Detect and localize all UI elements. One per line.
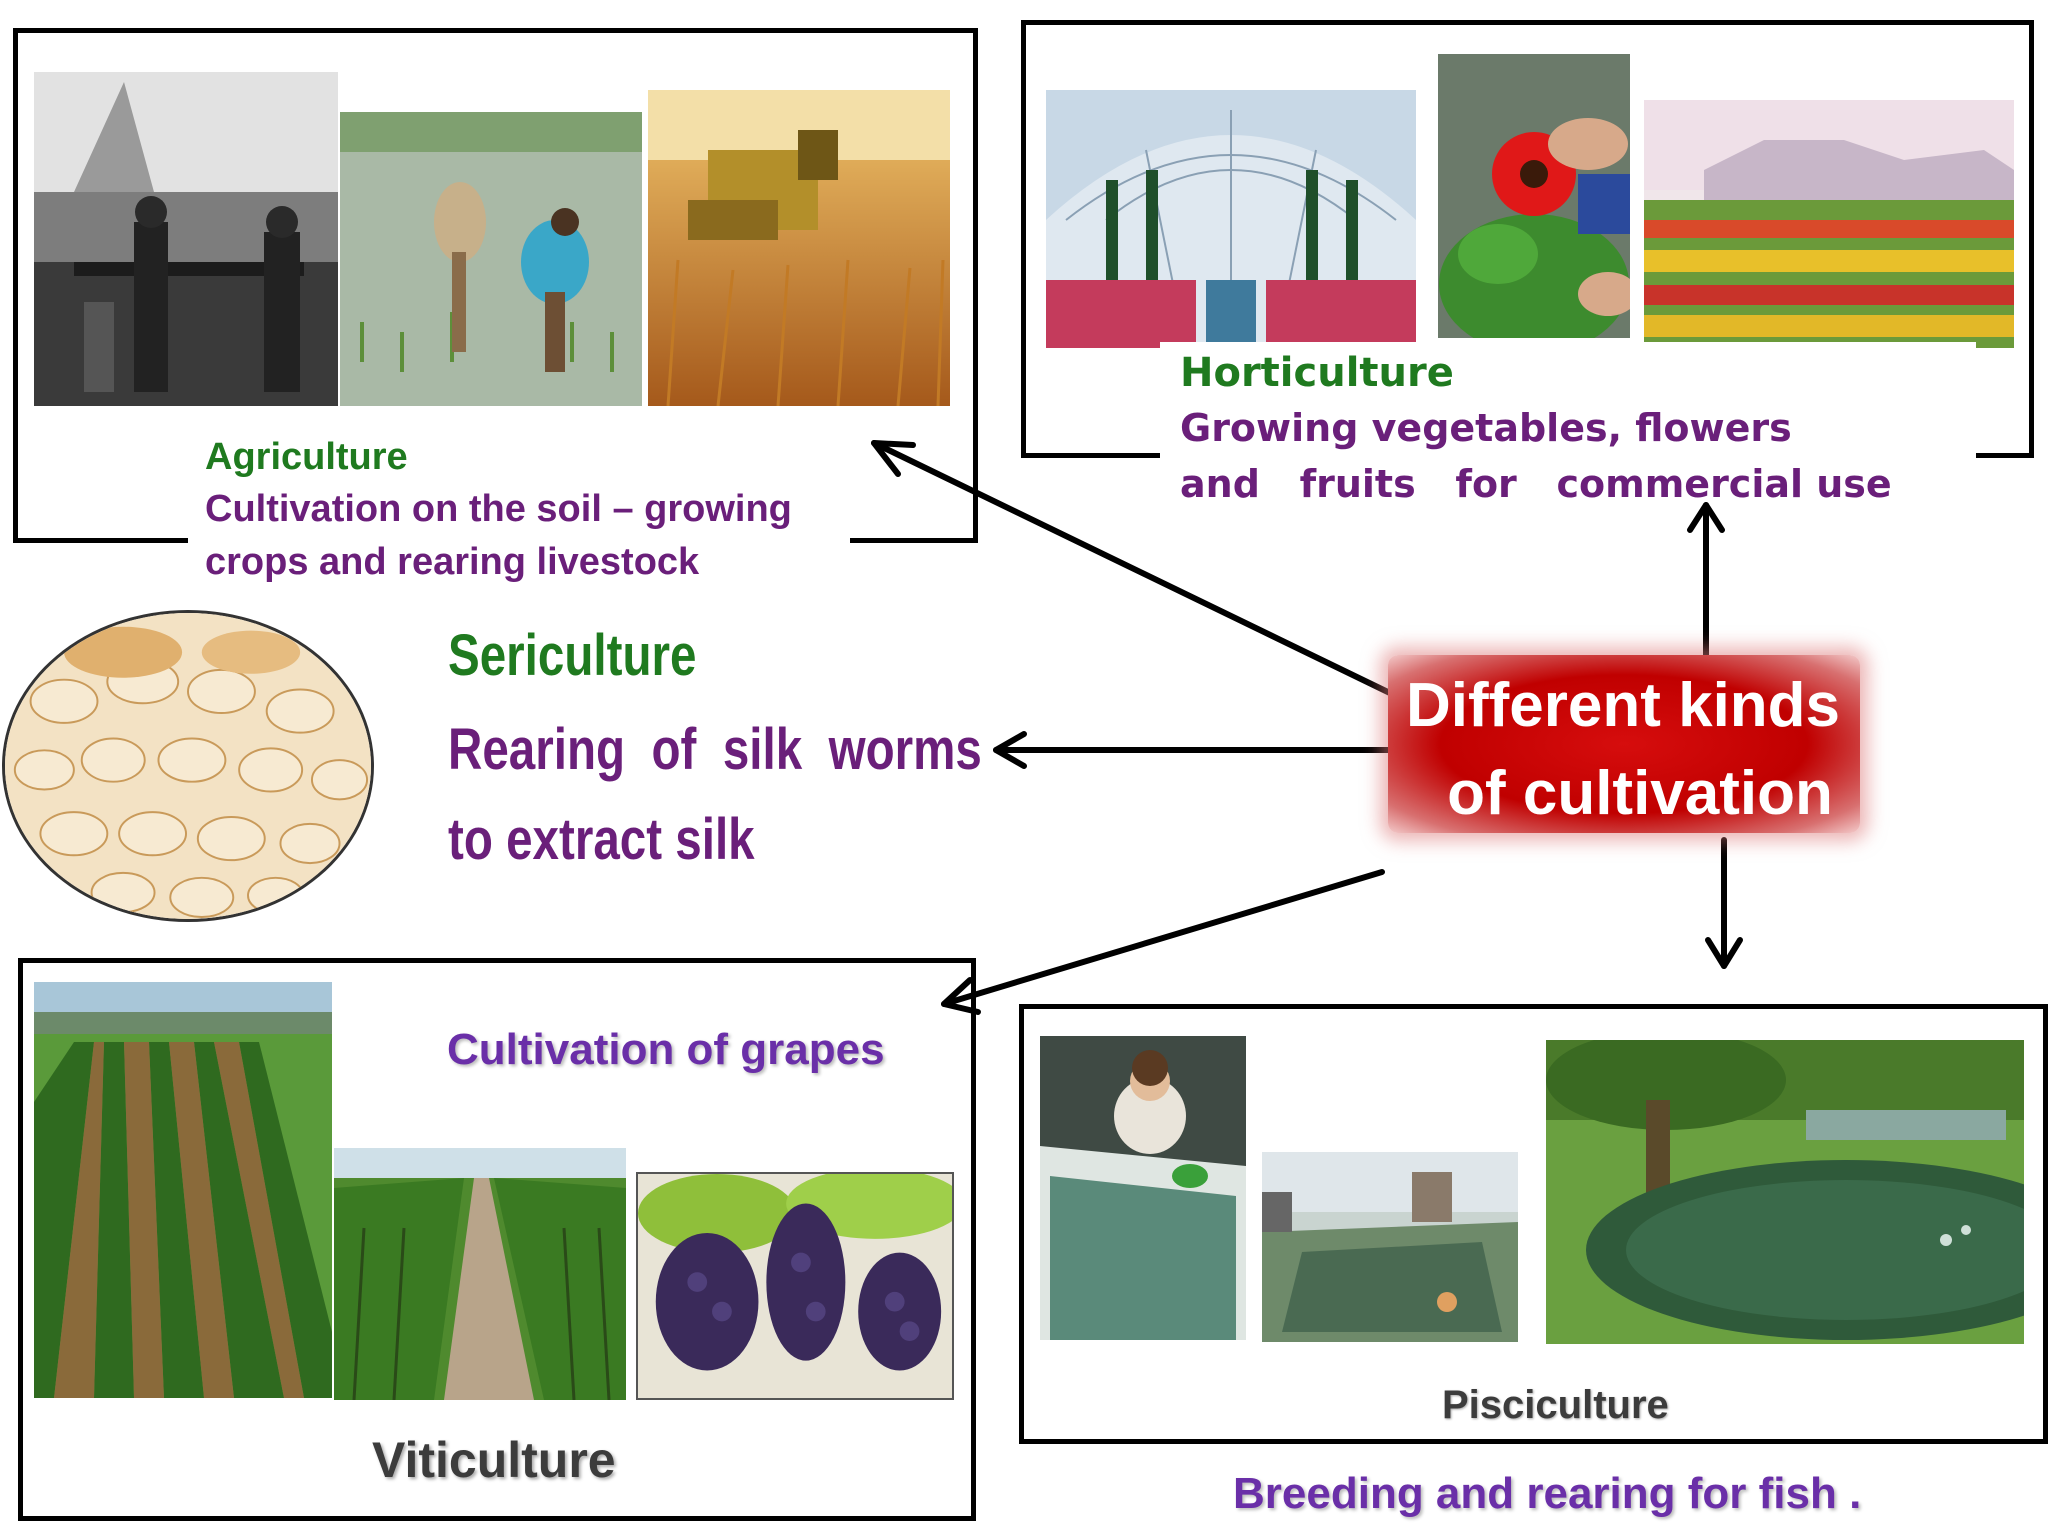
- center-title-box: [1388, 655, 1860, 833]
- agriculture-photo-paddy: [340, 112, 642, 406]
- pisciculture-caption: Breeding and rearing for fish .: [1233, 1469, 1862, 1518]
- agriculture-label-bg: [188, 428, 850, 588]
- horticulture-label-bg: [1160, 342, 1976, 512]
- viticulture-photo-vineyard: [34, 982, 332, 1398]
- arrow-to-viticulture: [941, 869, 1385, 1015]
- horticulture-photo-greenhouse: [1046, 90, 1416, 348]
- arrow-to-horticulture: [1687, 502, 1725, 669]
- arrow-to-pisciculture: [1705, 837, 1743, 969]
- viticulture-photo-vine-rows: [334, 1148, 626, 1400]
- agriculture-description-line2: crops and rearing livestock: [205, 541, 700, 583]
- center-title-line2: of cultivation: [1447, 759, 1833, 828]
- agriculture-title: Agriculture: [205, 436, 408, 478]
- pisciculture-title: Pisciculture: [1442, 1383, 1669, 1427]
- agriculture-description-line1: Cultivation on the soil – growing: [205, 488, 792, 530]
- agriculture-photo-harvester: [648, 90, 950, 406]
- arrow-to-agriculture: [871, 440, 1395, 697]
- pisciculture-panel: [1019, 1004, 2048, 1444]
- viticulture-panel: [18, 958, 976, 1521]
- arrow-to-sericulture: [993, 731, 1393, 769]
- horticulture-title: Horticulture: [1180, 350, 1454, 396]
- center-title-line1: Different kinds: [1405, 671, 1841, 740]
- horticulture-description-line2: and fruits for commercial use: [1180, 462, 1892, 506]
- pisciculture-photo-tank: [1040, 1036, 1246, 1340]
- agriculture-photo-plough: [34, 72, 338, 406]
- pisciculture-photo-pond-worker: [1262, 1152, 1518, 1342]
- viticulture-photo-grapes: [636, 1172, 954, 1400]
- viticulture-title: Viticulture: [372, 1432, 616, 1488]
- horticulture-photo-flower: [1438, 54, 1630, 338]
- sericulture-photo-cocoons: [2, 610, 374, 922]
- sericulture-title: Sericulture: [448, 623, 697, 688]
- viticulture-caption: Cultivation of grapes: [447, 1025, 885, 1074]
- pisciculture-photo-fish-pond: [1546, 1040, 2024, 1344]
- sericulture-description-line2: to extract silk: [448, 807, 755, 872]
- sericulture-description-line1: Rearing of silk worms: [448, 717, 982, 782]
- horticulture-description-line1: Growing vegetables, flowers: [1180, 406, 1792, 450]
- horticulture-photo-flowerbeds: [1644, 100, 2014, 348]
